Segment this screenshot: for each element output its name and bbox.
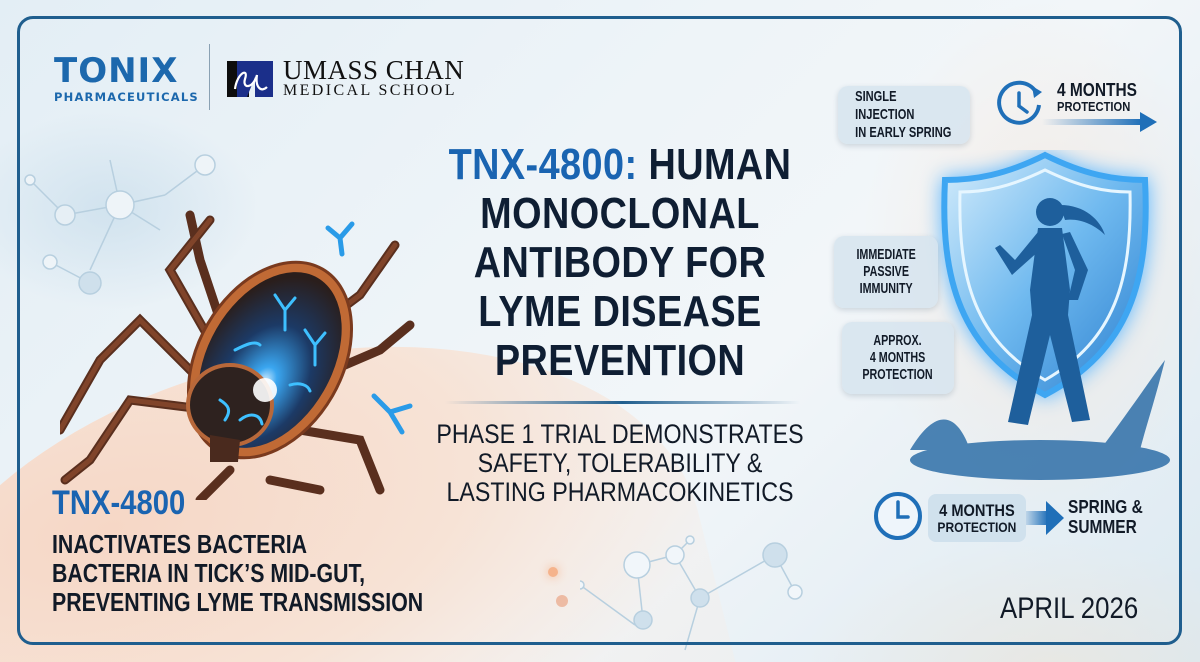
- arrow-right-icon: [1042, 112, 1157, 132]
- tick-illustration: [60, 210, 415, 500]
- single-injection-line1: SINGLE INJECTION: [855, 88, 915, 123]
- walking-woman-silhouette: [995, 198, 1105, 425]
- bottom-protection-pill: 4 MONTHS PROTECTION: [928, 494, 1026, 542]
- headline-accent: TNX-4800:: [448, 140, 638, 189]
- date-label: APRIL 2026: [1000, 592, 1139, 625]
- headline-line5: PREVENTION: [494, 336, 746, 385]
- immediate-line1: IMMEDIATE: [856, 246, 916, 263]
- logo-divider: [209, 44, 210, 110]
- immediate-line3: IMMUNITY: [859, 280, 913, 297]
- season-line1: SPRING &: [1068, 497, 1143, 517]
- tonix-subtitle: PHARMACEUTICALS: [54, 90, 199, 104]
- antibody-icon: [325, 221, 355, 257]
- approx-line1: APPROX.: [873, 332, 923, 349]
- headline-line4: LYME DISEASE: [478, 287, 762, 336]
- bottom-protection-small: PROTECTION: [937, 518, 1017, 535]
- molecule-network-icon: [24, 154, 216, 295]
- mechanism-line2: BACTERIA IN TICK’S MID-GUT,: [52, 558, 366, 588]
- glow-dot: [548, 567, 558, 577]
- molecule-network-icon: [580, 535, 803, 651]
- arrow-right-icon: [1026, 501, 1064, 535]
- approx-line3: PROTECTION: [862, 366, 934, 383]
- subheadline-line3: LASTING PHARMACOKINETICS: [446, 477, 794, 507]
- clock-icon: [874, 492, 922, 540]
- tonix-logo: TONIX PHARMACEUTICALS: [54, 54, 199, 104]
- subheadline-line1: PHASE 1 TRIAL DEMONSTRATES: [436, 419, 804, 449]
- clock-icon: [997, 80, 1042, 125]
- mechanism-line1: INACTIVATES BACTERIA: [52, 529, 308, 559]
- umass-name: UMASS CHAN: [283, 55, 465, 85]
- headline: TNX-4800: HUMAN MONOCLONAL ANTIBODY FOR …: [448, 140, 792, 385]
- immediate-immunity-callout: IMMEDIATE PASSIVE IMMUNITY: [834, 236, 938, 308]
- top-protection-big: 4 MONTHS: [1057, 80, 1137, 100]
- subheadline-line2: SAFETY, TOLERABILITY &: [477, 448, 763, 478]
- season-line2: SUMMER: [1068, 517, 1137, 537]
- single-injection-callout: SINGLE INJECTION IN EARLY SPRING: [838, 86, 970, 144]
- approx-protection-callout: APPROX. 4 MONTHS PROTECTION: [842, 322, 954, 394]
- top-protection-small: PROTECTION: [1057, 99, 1131, 114]
- season-label: SPRING & SUMMER: [1068, 497, 1143, 537]
- antibody-icon: [371, 393, 413, 435]
- single-injection-line2: IN EARLY SPRING: [855, 124, 952, 141]
- headline-line2: MONOCLONAL: [480, 189, 760, 238]
- immediate-line2: PASSIVE: [863, 263, 909, 280]
- mechanism-title: TNX-4800: [52, 484, 186, 522]
- umass-logo: UMASS CHAN MEDICAL SCHOOL: [227, 55, 465, 100]
- top-protection-label: 4 MONTHS PROTECTION: [1057, 81, 1137, 114]
- border-frame: [17, 16, 1182, 645]
- headline-line1: HUMAN: [637, 140, 792, 189]
- shield-icon: [910, 151, 1170, 480]
- umass-mark-icon: [227, 61, 273, 97]
- subheadline: PHASE 1 TRIAL DEMONSTRATES SAFETY, TOLER…: [435, 420, 805, 507]
- umass-school: MEDICAL SCHOOL: [283, 82, 457, 99]
- glow-dot: [556, 595, 568, 607]
- tonix-wordmark: TONIX: [54, 51, 179, 91]
- headline-divider: [445, 401, 800, 404]
- headline-line3: ANTIBODY FOR: [473, 238, 767, 287]
- approx-line2: 4 MONTHS: [870, 349, 926, 366]
- mechanism-description: INACTIVATES BACTERIA BACTERIA IN TICK’S …: [52, 530, 423, 617]
- mechanism-line3: PREVENTING LYME TRANSMISSION: [52, 587, 424, 617]
- bottom-protection-big: 4 MONTHS: [939, 500, 1015, 520]
